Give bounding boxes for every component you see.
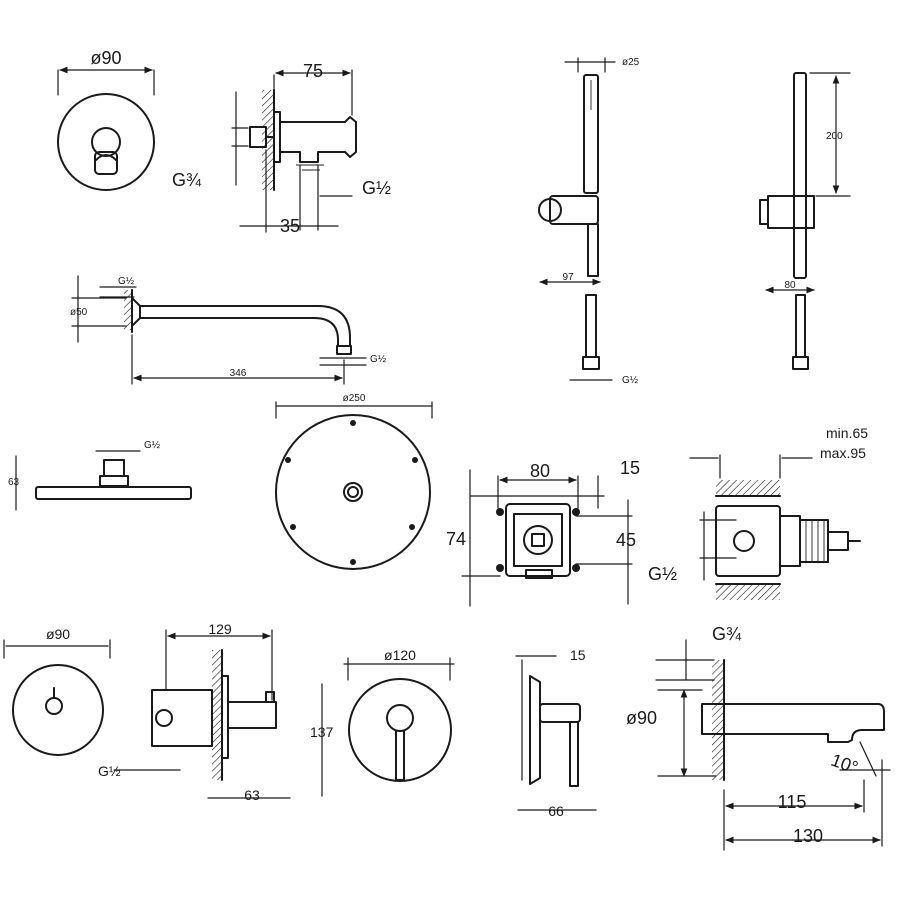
arm-flange-diameter-label: ø50 <box>70 307 88 318</box>
installation-box-side: min.65 max.95 G½ <box>648 425 868 600</box>
arm-length-label: 346 <box>230 368 247 379</box>
spout-length-1-label: 115 <box>778 792 807 812</box>
spout-angle-label: 10° <box>828 750 860 778</box>
box-depth-max-label: max.95 <box>820 445 866 461</box>
outlet-width-label: 75 <box>303 61 323 81</box>
mixer-height-label: 137 <box>310 724 334 740</box>
valve-thread-label: G½ <box>98 763 121 779</box>
headshower-thread-label: G½ <box>144 440 161 451</box>
headshower-top-view: ø250 <box>275 393 433 570</box>
outlet-thread-in-label: G¾ <box>172 170 202 190</box>
handshower-offset-label: 97 <box>562 272 574 283</box>
holder-height-label: 200 <box>826 131 843 142</box>
headshower-height-label: 63 <box>8 477 20 488</box>
outlet-depth-label: 35 <box>280 216 300 236</box>
arm-thread-top-label: G½ <box>118 276 135 287</box>
box-width-label: 80 <box>530 461 550 481</box>
arm-thread-end-label: G½ <box>370 354 387 365</box>
valve-depth-label: 63 <box>244 787 260 803</box>
box-inner-label: 45 <box>616 530 636 550</box>
mixer-lever-depth-label: 66 <box>548 803 564 819</box>
headshower-diameter-label: ø250 <box>343 393 366 404</box>
spout-thread-label: G¾ <box>712 624 742 644</box>
handshower-diameter-label: ø25 <box>622 57 640 68</box>
spout-length-2-label: 130 <box>793 826 823 846</box>
box-edge-label: 15 <box>620 458 640 478</box>
valve-side-view: 129 G½ 63 <box>98 621 291 803</box>
mixer-side-view: 15 66 <box>515 647 597 819</box>
flange-outlet-front-view: ø90 <box>57 48 155 191</box>
installation-box-front: 80 15 74 45 <box>446 458 640 607</box>
valve-length-label: 129 <box>208 621 232 637</box>
shower-arm-drawing: G½ ø50 346 G½ <box>70 275 387 385</box>
box-depth-min-label: min.65 <box>826 425 868 441</box>
box-thread-label: G½ <box>648 564 677 584</box>
wall-outlet-side-view: 75 G¾ G½ 35 <box>172 61 391 236</box>
box-height-label: 74 <box>446 529 466 549</box>
spout-flange-diameter-label: ø90 <box>626 708 657 728</box>
mixer-flange-diameter-label: ø120 <box>384 647 416 663</box>
handshower-drawing: ø25 97 G½ <box>538 57 640 386</box>
valve-flange-diameter-label: ø90 <box>46 626 70 642</box>
mixer-flange-depth-label: 15 <box>570 647 586 663</box>
shower-holder-drawing: 200 80 <box>759 72 851 370</box>
flange-diameter-label: ø90 <box>90 48 121 68</box>
holder-offset-label: 80 <box>784 280 796 291</box>
bath-spout-side-view: G¾ ø90 10° 115 130 <box>626 624 891 851</box>
headshower-side-view: G½ 63 <box>8 440 192 511</box>
mixer-trim-front: ø120 137 <box>310 647 455 797</box>
hose-thread-label: G½ <box>622 375 639 386</box>
valve-trim-front: ø90 <box>3 626 111 756</box>
outlet-thread-out-label: G½ <box>362 178 391 198</box>
